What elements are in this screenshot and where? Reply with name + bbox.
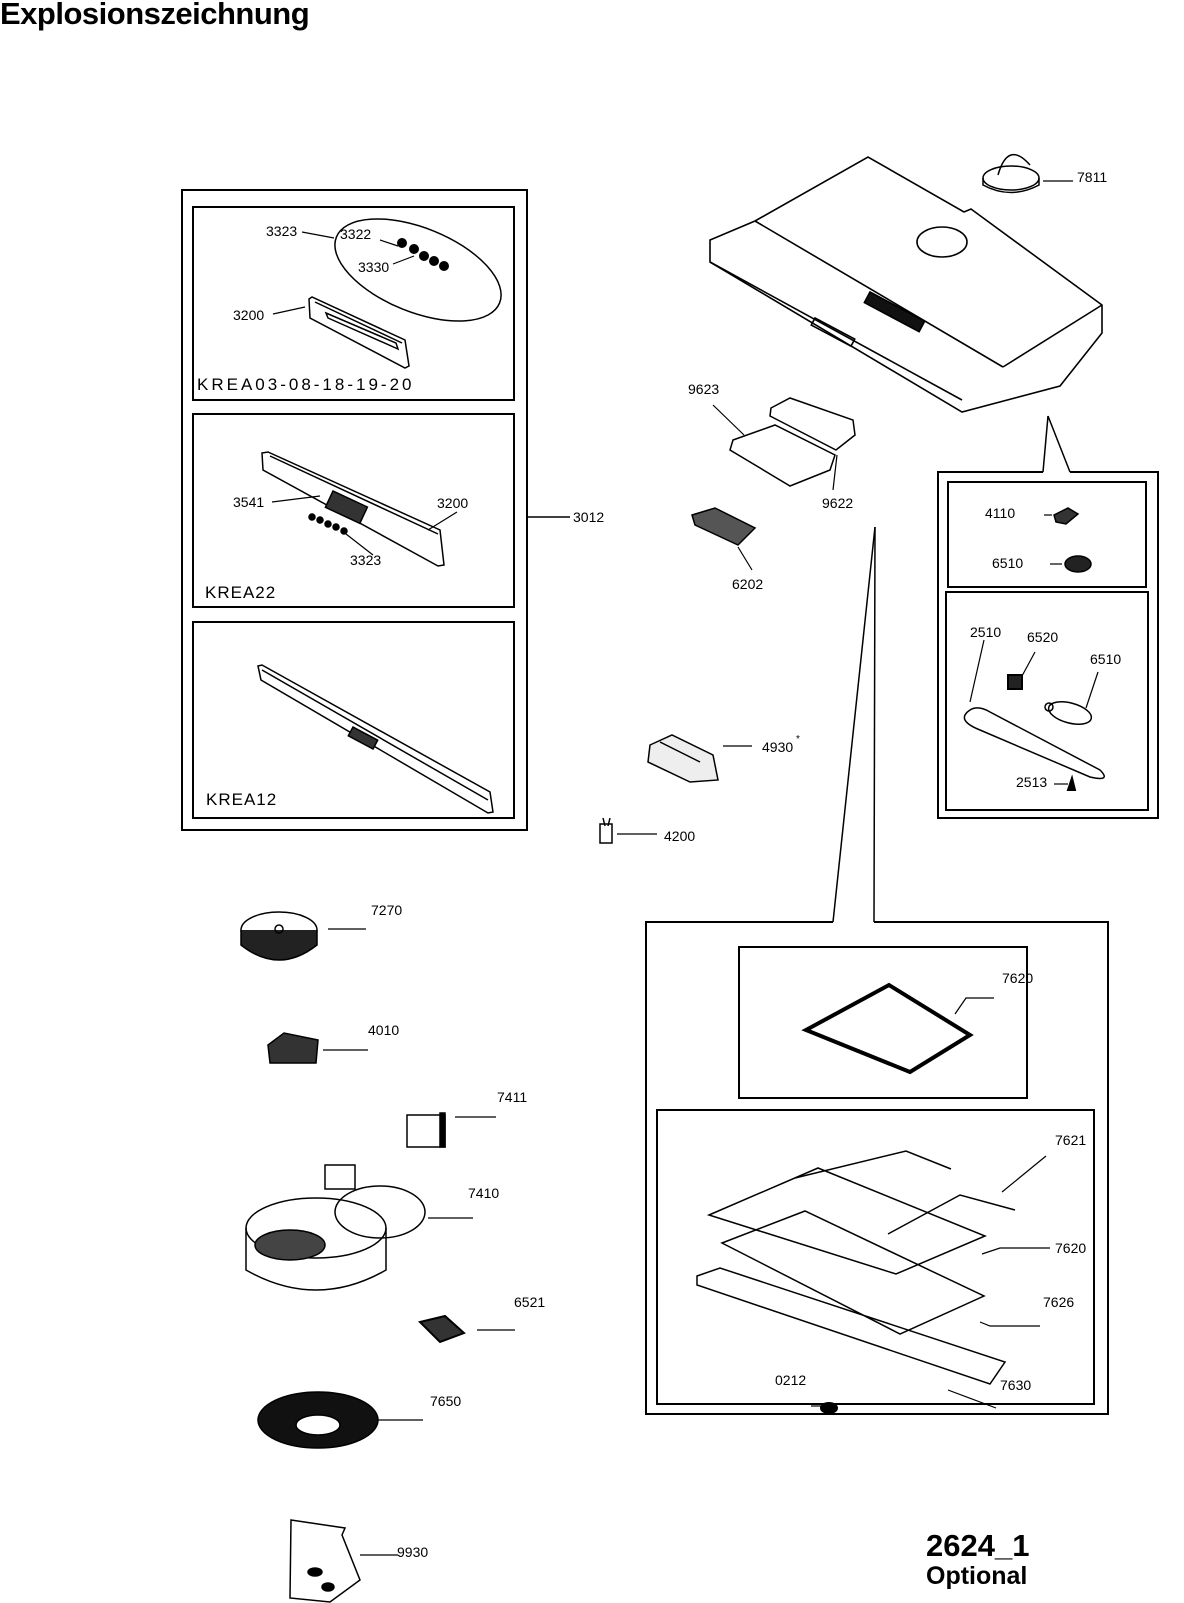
- part-label-0212: 0212: [775, 1372, 807, 1388]
- part-label-3200: 3200: [233, 307, 265, 323]
- motor-cover-7811-drawing: [982, 153, 1040, 194]
- part-note-asterisk: *: [796, 734, 800, 745]
- part-label-2510: 2510: [970, 624, 1002, 640]
- fan-wheel-7270-drawing: [240, 911, 318, 961]
- part-label-7410: 7410: [468, 1185, 500, 1201]
- part-label-3323: 3323: [266, 223, 298, 239]
- capacitor-4200-drawing: [599, 817, 613, 844]
- part-label-6520: 6520: [1027, 629, 1059, 645]
- control-panel-3200-drawing: [308, 296, 410, 369]
- drawing-code: 2624_1: [926, 1528, 1030, 1563]
- kit-label-krea22: KREA22: [205, 583, 277, 602]
- part-label-4110: 4110: [985, 505, 1016, 521]
- part-label-6510: 6510: [1090, 651, 1122, 667]
- part-label-7620: 7620: [1002, 970, 1034, 986]
- fan-housing-7410-drawing: [245, 1164, 426, 1291]
- part-label-3322: 3322: [340, 226, 372, 242]
- part-label-7411: 7411: [497, 1089, 528, 1105]
- hood-body-drawing: [709, 156, 1103, 413]
- filter-option-a-frame: [738, 946, 1028, 1099]
- lamp-6510a-drawing: [1064, 555, 1092, 573]
- switch-6202-drawing: [691, 507, 757, 546]
- lamp-glass-2510-drawing: [963, 707, 1105, 780]
- bracket-7411-drawing: [406, 1112, 446, 1148]
- switch-4010-drawing: [267, 1032, 319, 1064]
- part-label-6510: 6510: [992, 555, 1024, 571]
- connector-6521-drawing: [418, 1314, 466, 1344]
- part-label-3330: 3330: [358, 259, 390, 275]
- part-label-4930: 4930: [762, 739, 794, 755]
- bulb-6510b-drawing: [1044, 701, 1093, 725]
- pcb-housing-drawing: [729, 397, 856, 487]
- motor-plate-7650-drawing: [257, 1391, 379, 1449]
- part-label-4010: 4010: [368, 1022, 400, 1038]
- kit-label-krea03: KREA03-08-18-19-20: [197, 375, 415, 394]
- part-label-7811: 7811: [1077, 169, 1108, 185]
- part-label-4200: 4200: [664, 828, 696, 844]
- part-label-7270: 7270: [371, 902, 403, 918]
- part-label-3200: 3200: [437, 495, 469, 511]
- part-label-7621: 7621: [1055, 1132, 1087, 1148]
- kit1-frame: [192, 206, 515, 401]
- kit-label-krea12: KREA12: [206, 790, 278, 809]
- part-label-3012: 3012: [573, 509, 605, 525]
- part-label-7620: 7620: [1055, 1240, 1087, 1256]
- transformer-4930-drawing: [647, 734, 719, 783]
- lamp-option-b-frame: [945, 591, 1149, 811]
- filter-option-b-frame: [656, 1109, 1095, 1405]
- part-label-9622: 9622: [822, 495, 854, 511]
- kit3-frame: [192, 621, 515, 819]
- part-label-7630: 7630: [1000, 1377, 1032, 1393]
- control-panel-group-frame: [181, 189, 528, 831]
- filter-layers-drawing: [696, 1150, 1016, 1385]
- lamp-option-a-frame: [947, 481, 1147, 588]
- part-label-7650: 7650: [430, 1393, 462, 1409]
- knob-set-drawing: [334, 218, 502, 322]
- part-label-7626: 7626: [1043, 1294, 1075, 1310]
- drawing-note: Optional: [926, 1562, 1028, 1590]
- part-label-6521: 6521: [514, 1294, 546, 1310]
- part-label-3323: 3323: [350, 552, 382, 568]
- screw-bag-9930-drawing: [289, 1519, 361, 1603]
- control-panel-kreA22-drawing: [261, 451, 445, 567]
- part-label-2513: 2513: [1016, 774, 1048, 790]
- lamp-holder-4110-drawing: [1053, 507, 1080, 525]
- part-label-9623: 9623: [688, 381, 720, 397]
- part-label-6202: 6202: [732, 576, 764, 592]
- kit2-frame: [192, 413, 515, 608]
- part-label-3541: 3541: [233, 494, 265, 510]
- page-title: Explosionszeichnung: [0, 0, 310, 31]
- grease-filter-7620a-drawing: [801, 982, 974, 1075]
- control-panel-kreA12-drawing: [257, 664, 494, 814]
- lamp-socket-6520-drawing: [1007, 674, 1023, 690]
- part-label-9930: 9930: [397, 1544, 429, 1560]
